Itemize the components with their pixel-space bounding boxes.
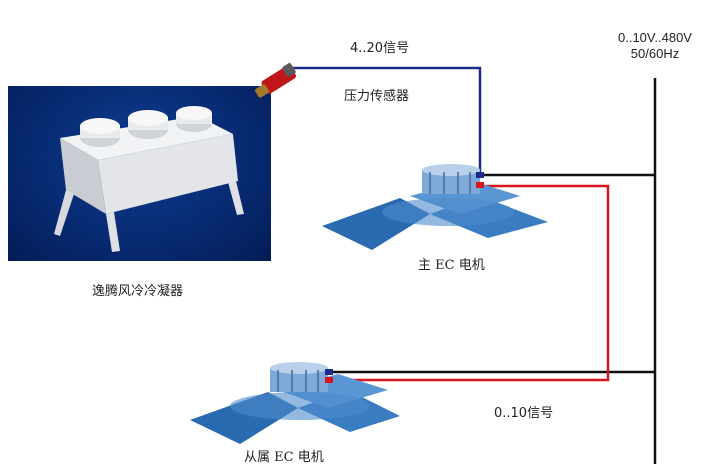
master-motor-label: 主 EC 电机 xyxy=(418,258,485,273)
condenser-label: 逸腾风冷冷凝器 xyxy=(92,284,184,299)
pressure-sensor-label: 压力传感器 xyxy=(344,89,410,104)
pressure-signal-label: 4..20信号 xyxy=(350,41,410,56)
condenser-photo xyxy=(8,86,271,261)
control-signal-line xyxy=(332,184,610,382)
power-supply-label: 0..10V..480V 50/60Hz xyxy=(600,30,709,62)
power-frequency-label: 50/60Hz xyxy=(630,46,680,61)
slave-motor-label: 从属 EC 电机 xyxy=(244,450,324,465)
master-ec-motor-icon xyxy=(322,164,548,250)
slave-ec-motor-icon xyxy=(190,362,400,444)
control-signal-label: 0..10信号 xyxy=(494,406,554,421)
condenser-unit-image xyxy=(54,106,244,252)
power-voltage-label: 0..10V..480V xyxy=(618,30,692,45)
pressure-sensor-icon xyxy=(255,63,296,98)
pressure-signal-line xyxy=(292,66,482,176)
